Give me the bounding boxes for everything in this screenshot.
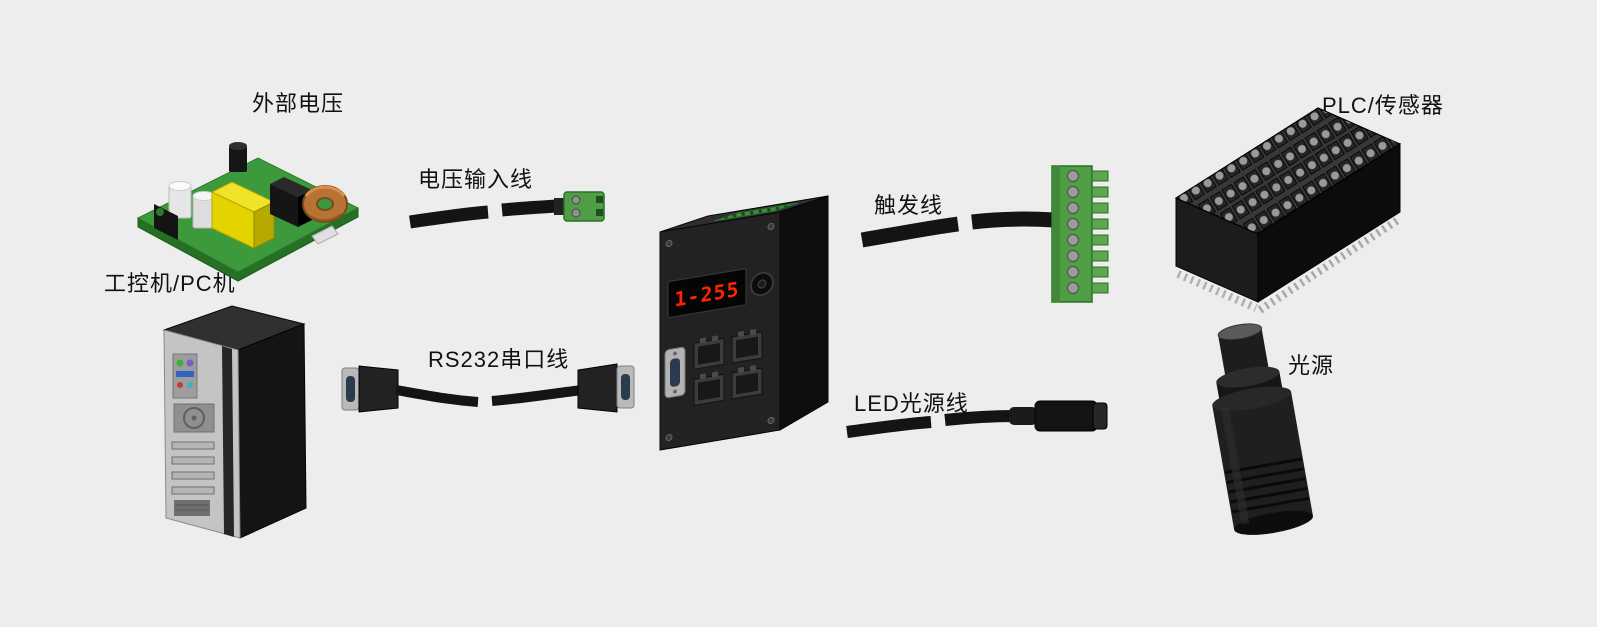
terminal-screw — [1067, 250, 1079, 262]
expansion-slots — [171, 441, 215, 495]
led-display: 1-255 — [667, 268, 747, 318]
terminal-screw — [1067, 266, 1079, 278]
cable-segment — [395, 385, 479, 407]
case-screw — [767, 416, 775, 425]
plc-module-graphic — [1174, 107, 1402, 314]
light-source-illustration — [1190, 316, 1340, 566]
led-plug-connector — [1009, 400, 1108, 432]
panel-divider — [222, 346, 234, 537]
voltage-cable-illustration — [408, 186, 608, 241]
ps2-port-green — [176, 359, 184, 367]
power-supply-board-graphic — [136, 142, 360, 282]
rs232-cable-graphic — [341, 363, 635, 413]
plc-module-illustration — [1168, 80, 1428, 335]
ps2-port-purple — [186, 359, 194, 367]
vga-port — [176, 371, 194, 377]
terminal-screw — [1067, 234, 1079, 246]
terminal-screw — [571, 195, 581, 205]
label-voltage-input-cable: 电压输入线 — [418, 167, 534, 192]
transformer — [210, 181, 276, 249]
label-light-source: 光源 — [1288, 353, 1335, 378]
cable-ferrule — [554, 198, 566, 215]
controller-db9-port — [664, 346, 686, 399]
led-cable-graphic — [846, 400, 1108, 438]
plc-terminal-grid — [1174, 107, 1402, 235]
pc-side-face — [237, 323, 307, 539]
case-screw — [665, 239, 673, 248]
led-cable-illustration — [843, 392, 1133, 452]
black-capacitor — [229, 142, 247, 172]
controller-side-face — [779, 195, 829, 431]
db9-connector-left — [341, 365, 399, 413]
terminal-screw — [571, 208, 581, 218]
controller-front-face: 1-255 — [659, 211, 781, 451]
power-supply-board-illustration — [120, 100, 370, 290]
cable-segment — [846, 416, 932, 438]
terminal-screw — [1067, 202, 1079, 214]
label-external-voltage: 外部电压 — [252, 91, 345, 116]
label-led-light-cable: LED光源线 — [854, 391, 969, 416]
pc-tower-graphic — [162, 305, 307, 539]
audio-port-red — [177, 382, 183, 388]
top-terminal-strip — [713, 202, 799, 222]
output-connector-3 — [693, 371, 725, 406]
label-industrial-pc: 工控机/PC机 — [104, 271, 236, 296]
rs232-cable-illustration — [338, 350, 638, 425]
bottom-vent — [174, 500, 210, 516]
lens-top — [1217, 323, 1263, 341]
terminal-screw — [1067, 218, 1079, 230]
db9-connector-right — [577, 363, 635, 413]
label-plc-sensor: PLC/传感器 — [1322, 93, 1444, 118]
cable-segment — [944, 410, 1016, 426]
audio-port-blue — [187, 382, 193, 388]
white-capacitor-2 — [192, 191, 216, 229]
terminal-screw — [1067, 170, 1079, 182]
output-connector-1 — [693, 335, 725, 370]
case-screw — [767, 222, 775, 231]
control-knob — [750, 271, 774, 297]
pc-tower-illustration — [152, 292, 312, 542]
module-pins — [1176, 270, 1258, 312]
output-connector-4 — [731, 365, 763, 400]
output-connector-2 — [731, 329, 763, 364]
toroid-inductor — [302, 185, 348, 223]
cable-segment — [409, 205, 489, 229]
lens-barrel — [1218, 327, 1270, 379]
psu-fan — [173, 403, 215, 433]
voltage-cable-graphic — [409, 191, 605, 229]
case-screw — [665, 433, 673, 442]
trigger-cable-graphic — [860, 165, 1109, 303]
light-source-body — [1212, 323, 1313, 535]
cable-segment — [860, 216, 959, 248]
io-port-cluster — [172, 353, 198, 399]
green-power-plug — [563, 191, 605, 222]
light-source-graphic — [1212, 323, 1313, 535]
trigger-cable-illustration — [858, 162, 1138, 312]
cable-segment — [501, 199, 559, 217]
white-capacitor-1 — [168, 181, 192, 219]
output-connector — [311, 225, 339, 245]
controller-graphic: 1-255 — [659, 195, 829, 451]
green-terminal-block — [1051, 165, 1109, 303]
terminal-screw — [1067, 282, 1079, 294]
cable-segment — [491, 385, 583, 406]
mounting-hole — [156, 208, 164, 216]
cable-segment — [971, 211, 1055, 230]
label-rs232-cable: RS232串口线 — [428, 347, 570, 372]
terminal-screw — [1067, 186, 1079, 198]
label-trigger-cable: 触发线 — [874, 193, 944, 218]
controller-illustration: 1-255 — [642, 158, 842, 453]
